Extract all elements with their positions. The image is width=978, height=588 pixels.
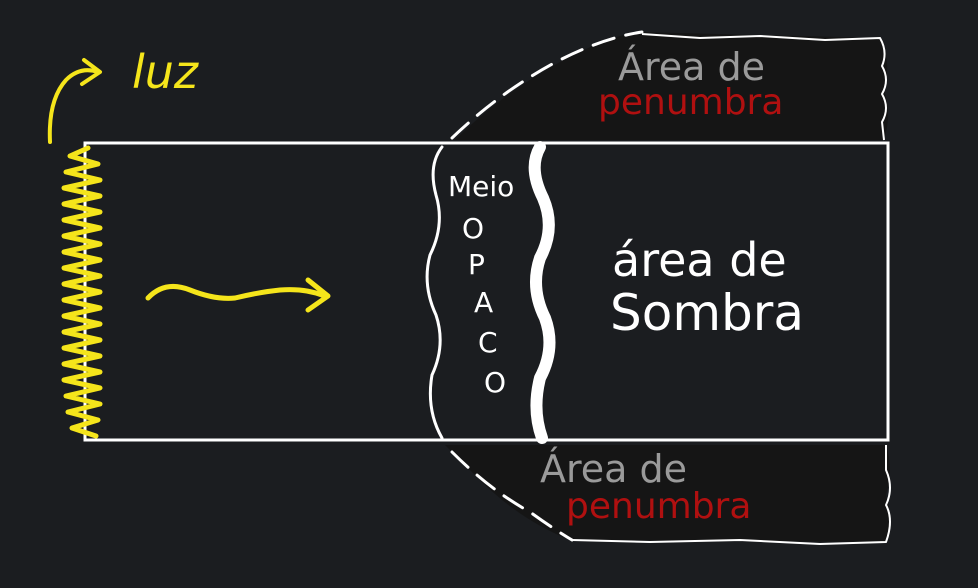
penumbra-bottom-word: penumbra <box>566 486 751 527</box>
penumbra-top-boundary <box>450 30 644 140</box>
opaque-letter-1: O <box>462 212 484 245</box>
opaque-medium-label: Meio <box>448 170 514 203</box>
opaque-letter-5: O <box>484 366 506 399</box>
penumbra-bottom-region <box>445 445 890 542</box>
opaque-medium-right-edge <box>528 141 556 444</box>
light-source-zigzag <box>61 145 103 439</box>
penumbra-top-region <box>455 32 888 140</box>
penumbra-bottom-edge <box>571 445 891 545</box>
opaque-letter-2: P <box>468 248 485 281</box>
penumbra-top-title: Área de <box>618 45 765 89</box>
curved-arrow-head <box>80 58 102 86</box>
penumbra-bottom-title: Área de <box>540 447 687 491</box>
light-label: luz <box>132 45 199 99</box>
shadow-area-label-line2: Sombra <box>610 284 804 342</box>
opaque-medium-left-edge <box>425 145 444 440</box>
opaque-letter-4: C <box>478 326 498 359</box>
wavy-arrow-head <box>305 277 331 313</box>
light-path-rectangle <box>83 141 890 442</box>
wavy-arrow-icon <box>145 283 328 301</box>
penumbra-top-edge <box>641 33 887 141</box>
shadow-area-label-line1: área de <box>612 233 787 287</box>
opaque-letter-3: A <box>474 286 493 319</box>
penumbra-top-word: penumbra <box>598 82 783 123</box>
curved-arrow-icon <box>47 68 100 144</box>
